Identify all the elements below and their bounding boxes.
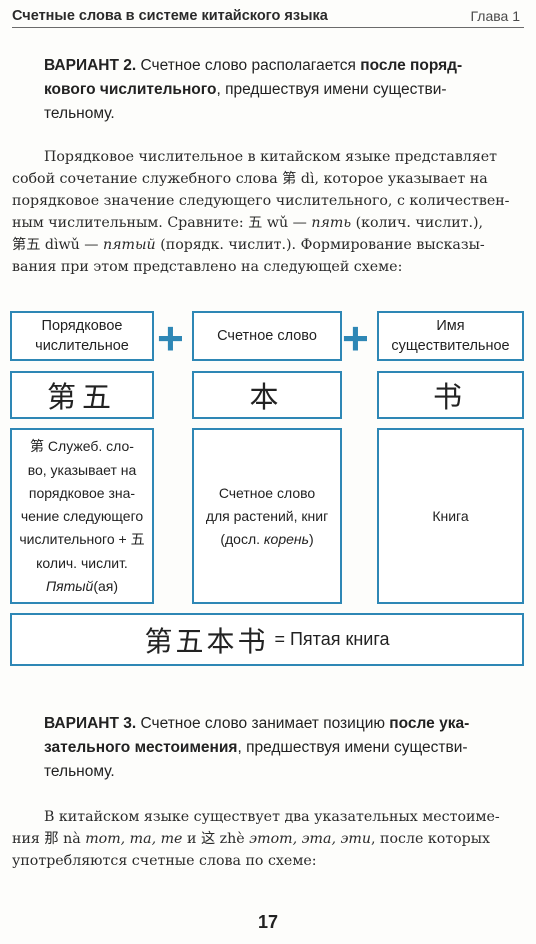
plus-sign-1: + (157, 312, 184, 364)
result-translation: = Пятая книга (274, 629, 390, 649)
scheme-desc-ordinal: 第 Служеб. сло- во, указывает на порядков… (10, 428, 154, 604)
variant-3-paragraph: ВАРИАНТ 3. Счетное слово занимает позици… (44, 715, 470, 780)
scheme-header-measure-word: Счетное слово (192, 311, 342, 361)
scheme-hanzi-ordinal: 第五 (10, 371, 154, 419)
plus-sign-2: + (342, 312, 369, 364)
running-header: Счетные слова в системе китайского языка… (12, 6, 524, 28)
demonstrative-paragraph: В китайском языке существует два указате… (12, 809, 500, 869)
chapter-number: Глава 1 (470, 8, 521, 24)
page-number: 17 (257, 912, 279, 932)
ordinal-paragraph: Порядковое числительное в китайском язык… (12, 149, 510, 275)
variant-2-paragraph: ВАРИАНТ 2. Счетное слово располагается п… (44, 57, 463, 122)
scheme-hanzi-measure-word: 本 (192, 371, 342, 419)
result-hanzi: 第五本书 (144, 624, 269, 658)
scheme-hanzi-noun: 书 (377, 371, 524, 419)
scheme-result: 第五本书= Пятая книга (10, 613, 524, 666)
variant-2-label: ВАРИАНТ 2. (44, 57, 137, 74)
scheme-desc-measure-word: Счетное слово для растений, книг (досл. … (192, 428, 342, 604)
scheme-desc-noun: Книга (377, 428, 524, 604)
chapter-title: Счетные слова в системе китайского языка (12, 8, 328, 24)
variant-3-label: ВАРИАНТ 3. (44, 715, 137, 732)
